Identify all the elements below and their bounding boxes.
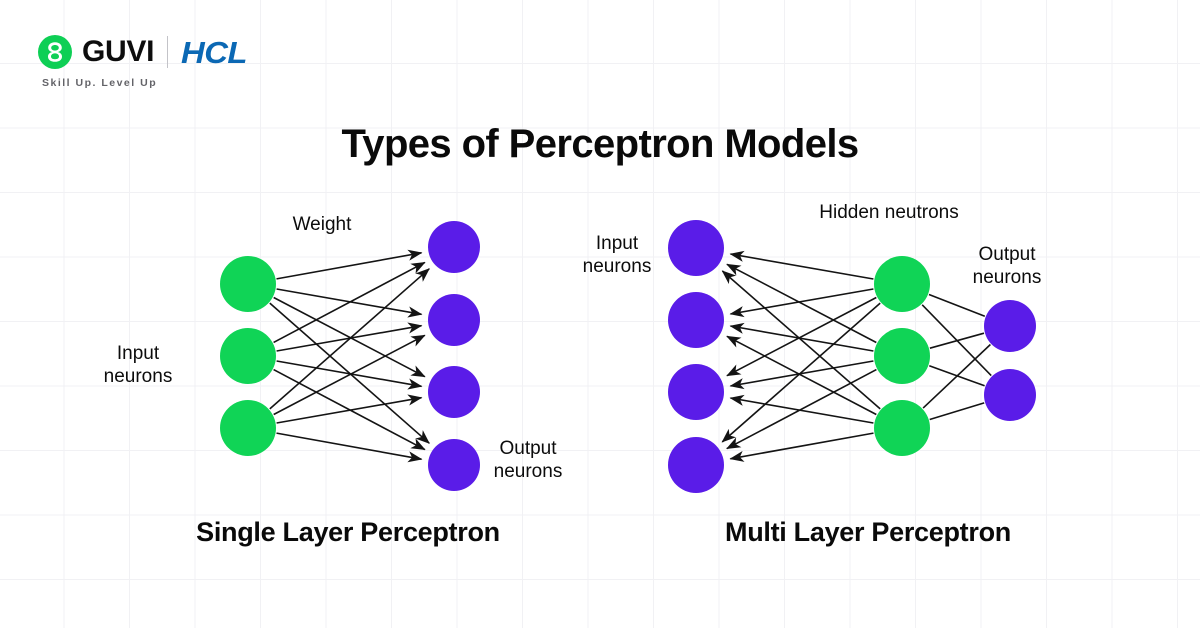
label-hidden-neurons: Hidden neutrons [819, 202, 958, 223]
neuron-input [220, 400, 276, 456]
brand-row: GUVI HCL [38, 32, 248, 72]
guvi-circle-g-icon [38, 35, 72, 69]
connection-edge [721, 270, 881, 410]
page-title: Types of Perceptron Models [341, 122, 859, 166]
brand-divider [167, 36, 169, 68]
connection-edge [729, 432, 874, 462]
connection-edge [276, 432, 423, 463]
neuron-output [428, 294, 480, 346]
connection-edge [276, 360, 423, 390]
neuron-input [220, 328, 276, 384]
neuron-hidden [874, 256, 930, 312]
connection-edge [273, 296, 426, 378]
connection-edge [269, 268, 430, 410]
connection-edge [729, 322, 874, 352]
neuron-input [668, 437, 724, 493]
layer-input [220, 256, 276, 456]
layer-hidden [874, 256, 930, 456]
neuron-input [668, 364, 724, 420]
connection-edge [929, 332, 985, 349]
layer-output [428, 221, 480, 491]
brand-tagline: Skill Up. Level Up [42, 77, 158, 89]
connection-edge [729, 250, 874, 280]
neuron-hidden [874, 400, 930, 456]
neuron-input [668, 292, 724, 348]
neuron-hidden [874, 328, 930, 384]
neuron-output [428, 439, 480, 491]
neuron-output [984, 369, 1036, 421]
connection-edge [721, 302, 881, 443]
label-weight: Weight [293, 214, 353, 235]
hcl-wordmark: HCL [181, 34, 248, 70]
connection-edge [726, 335, 877, 416]
layer-input [668, 220, 724, 493]
neuron-input [220, 256, 276, 312]
neuron-output [428, 366, 480, 418]
connection-edge [273, 261, 426, 344]
guvi-wordmark: GUVI [82, 35, 155, 68]
caption-single-layer-perceptron: Single Layer Perceptron [196, 517, 500, 547]
layer-output [984, 300, 1036, 421]
connection-edge [726, 263, 877, 344]
caption-multi-layer-perceptron: Multi Layer Perceptron [725, 517, 1011, 547]
brand-lockup: GUVI HCL Skill Up. Level Up [38, 32, 248, 89]
connection-edge [273, 334, 426, 416]
connection-edge [729, 360, 874, 390]
connection-edge [922, 343, 991, 409]
edges-input-to-output [269, 249, 430, 463]
connection-edge [729, 394, 874, 424]
connection-edge [276, 394, 423, 424]
neuron-output [984, 300, 1036, 352]
edges-hidden-to-input [721, 250, 881, 462]
neuron-output [428, 221, 480, 273]
edges-hidden-to-output [921, 293, 992, 421]
connection-edge [729, 288, 874, 318]
connection-edge [276, 249, 423, 280]
connection-edge [726, 296, 877, 377]
neuron-input [668, 220, 724, 276]
connection-edge [928, 293, 986, 317]
connection-edge [929, 402, 985, 421]
